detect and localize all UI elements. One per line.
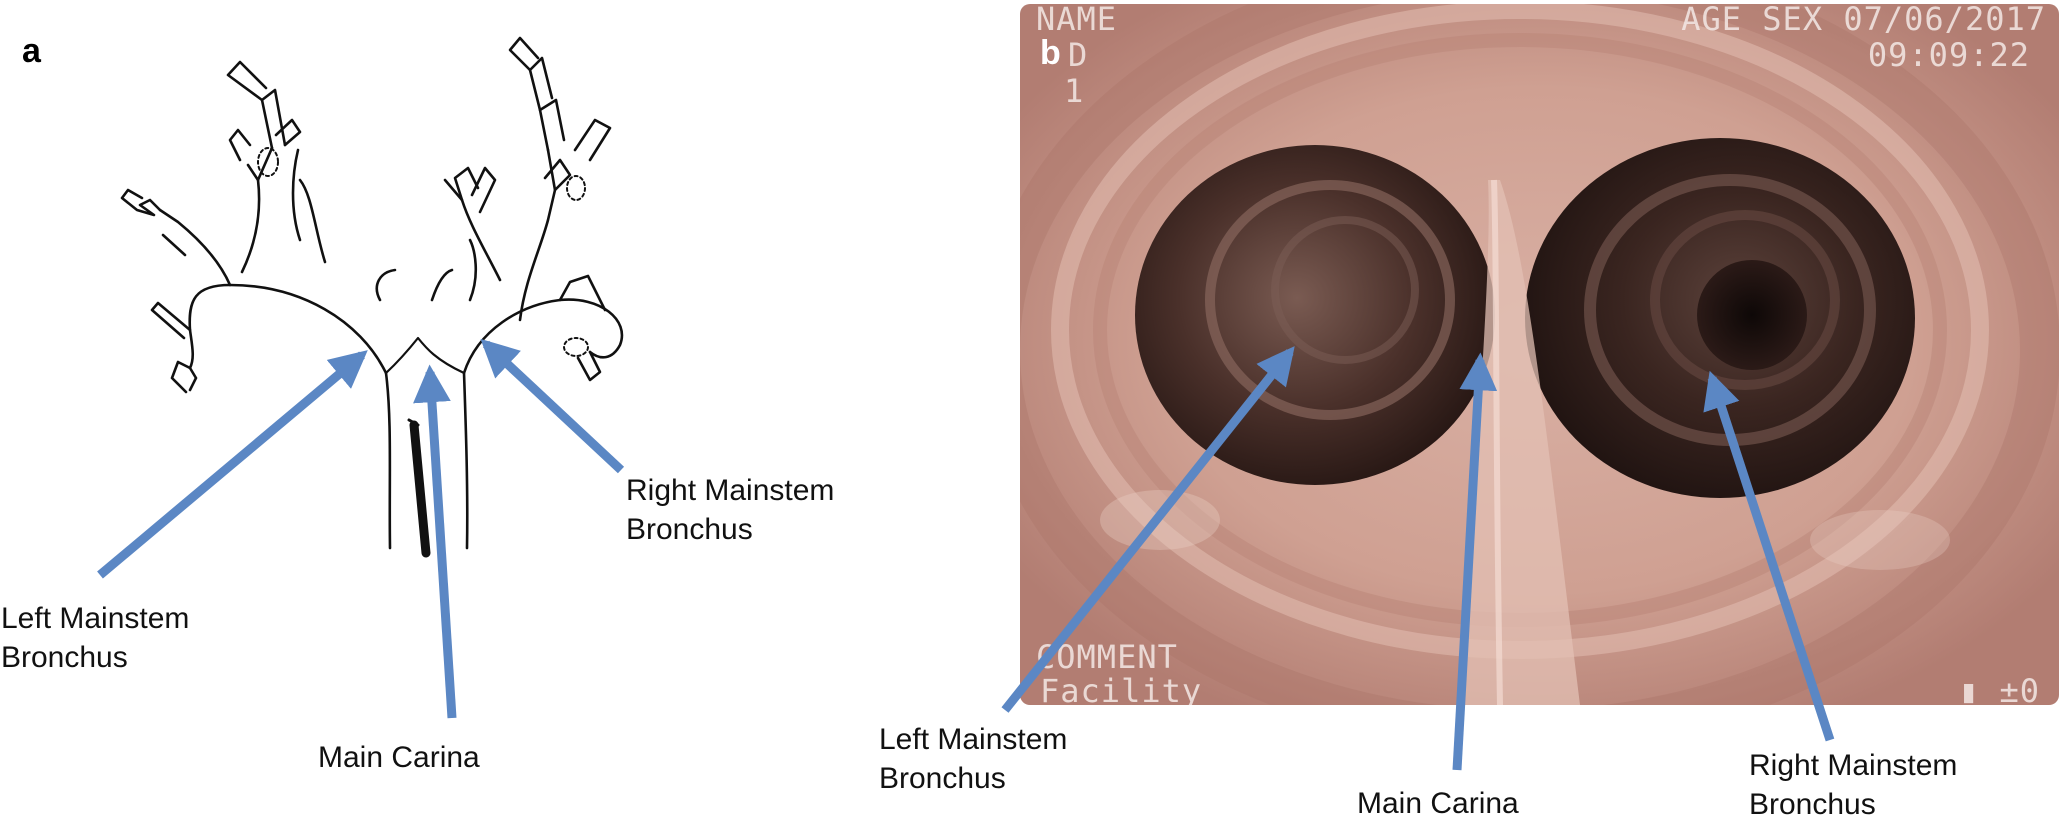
bronchoscopy-image: NAME D 1 AGE SEX 07/06/2017 09:09:22 COM…: [1020, 0, 2059, 710]
osd-facility: Facility: [1040, 672, 1202, 710]
arrow-left-mainstem-b: [1001, 346, 1295, 713]
osd-id: D: [1068, 36, 1088, 74]
label-left-mainstem-a-line2: Bronchus: [1, 641, 128, 674]
panel-b-letter: b: [1040, 34, 1061, 72]
panel-a-letter: a: [22, 32, 42, 70]
osd-number: 1: [1064, 72, 1084, 110]
osd-name: NAME: [1036, 0, 1117, 38]
osd-bottom-right: ▮ ±0: [1959, 672, 2040, 710]
panel-a: a: [1, 32, 834, 774]
arrow-main-carina-a: [413, 364, 457, 719]
label-left-mainstem-a-line1: Left Mainstem: [1, 602, 189, 635]
label-right-mainstem-a-line2: Bronchus: [626, 513, 753, 546]
osd-age-sex-date: AGE SEX 07/06/2017: [1681, 0, 2046, 38]
label-right-mainstem-a-line1: Right Mainstem: [626, 474, 834, 507]
arrow-right-mainstem-b: [1703, 370, 1835, 742]
label-main-carina-a: Main Carina: [318, 741, 480, 774]
bronchial-tree-drawing: [120, 36, 624, 558]
label-left-mainstem-b-line1: Left Mainstem: [879, 723, 1067, 756]
panel-b: NAME D 1 AGE SEX 07/06/2017 09:09:22 COM…: [879, 0, 2059, 821]
label-right-mainstem-b-line2: Bronchus: [1749, 788, 1876, 821]
label-main-carina-b: Main Carina: [1357, 787, 1519, 820]
arrow-left-mainstem-a: [97, 350, 368, 579]
osd-time: 09:09:22: [1868, 36, 2030, 74]
arrow-right-mainstem-a: [480, 338, 625, 474]
label-left-mainstem-b-line2: Bronchus: [879, 762, 1006, 795]
label-right-mainstem-b-line1: Right Mainstem: [1749, 749, 1957, 782]
arrow-main-carina-b: [1452, 352, 1498, 771]
